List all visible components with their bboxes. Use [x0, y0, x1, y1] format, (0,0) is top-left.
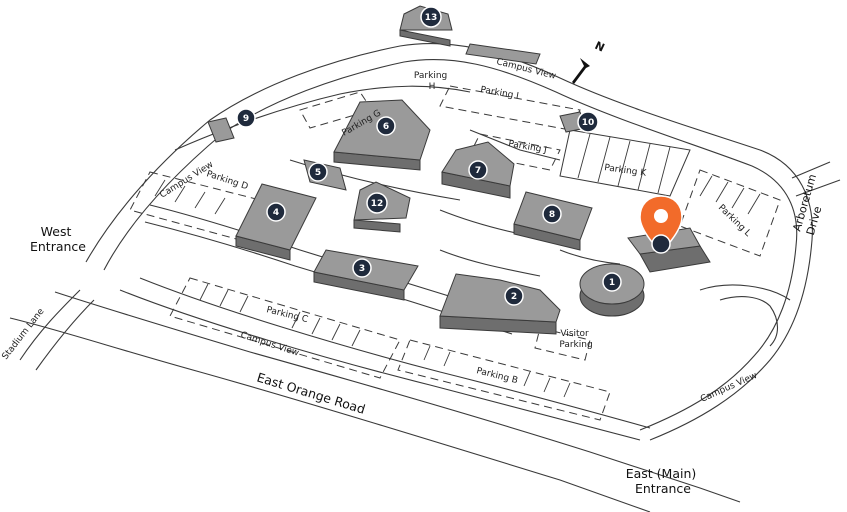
marker-3[interactable]: 3 — [352, 258, 372, 278]
svg-text:N: N — [593, 39, 607, 55]
parking-lots — [129, 85, 781, 421]
marker-2[interactable]: 2 — [504, 286, 524, 306]
building-markers: 1 2 3 4 5 6 7 8 — [236, 6, 622, 306]
parking-l-label: Parking L — [716, 203, 753, 239]
svg-text:8: 8 — [549, 210, 555, 220]
marker-1[interactable]: 1 — [602, 272, 622, 292]
arboretum-drive-label: Arboretum Drive — [790, 169, 833, 236]
parking-h-label: Parking H — [414, 71, 450, 92]
svg-text:1: 1 — [609, 278, 615, 288]
parking-k-label: Parking K — [604, 163, 648, 179]
marker-10[interactable]: 10 — [577, 111, 599, 133]
marker-9[interactable]: 9 — [236, 108, 256, 128]
visitor-parking-label: Visitor Parking — [559, 329, 592, 350]
marker-8[interactable]: 8 — [542, 204, 562, 224]
marker-6[interactable]: 6 — [376, 116, 396, 136]
marker-13[interactable]: 13 — [420, 6, 442, 28]
marker-4[interactable]: 4 — [266, 202, 286, 222]
marker-7[interactable]: 7 — [468, 160, 488, 180]
road-network — [9, 43, 841, 512]
east-entrance-label: East (Main) Entrance — [626, 466, 701, 496]
parking-c-label: Parking C — [265, 305, 309, 325]
svg-text:6: 6 — [383, 122, 389, 132]
svg-text:12: 12 — [371, 199, 384, 209]
north-arrow-icon: N — [572, 39, 607, 84]
stadium-lane-label: Stadium Lane — [0, 306, 46, 361]
svg-text:13: 13 — [425, 13, 438, 23]
parking-d-label: Parking D — [205, 169, 249, 192]
svg-text:9: 9 — [243, 114, 249, 124]
svg-text:5: 5 — [315, 168, 321, 178]
building-4[interactable] — [235, 183, 317, 261]
svg-text:4: 4 — [273, 208, 279, 218]
svg-text:7: 7 — [475, 166, 481, 176]
campus-view-label-east: Campus View — [699, 371, 759, 405]
campus-view-label-south: Campus View — [239, 330, 300, 358]
svg-text:10: 10 — [582, 118, 595, 128]
parking-j-label: Parking J — [507, 139, 547, 156]
west-entrance-label: West Entrance — [30, 224, 86, 254]
building-1[interactable] — [579, 227, 711, 317]
marker-12[interactable]: 12 — [366, 192, 388, 214]
building-2[interactable] — [439, 273, 561, 335]
svg-text:3: 3 — [359, 264, 365, 274]
location-pin-icon[interactable] — [639, 195, 683, 254]
svg-text:2: 2 — [511, 292, 517, 302]
marker-5[interactable]: 5 — [308, 162, 328, 182]
building-9[interactable] — [207, 117, 235, 143]
parking-i-label: Parking I — [479, 85, 519, 102]
building-strip-north — [465, 43, 541, 65]
